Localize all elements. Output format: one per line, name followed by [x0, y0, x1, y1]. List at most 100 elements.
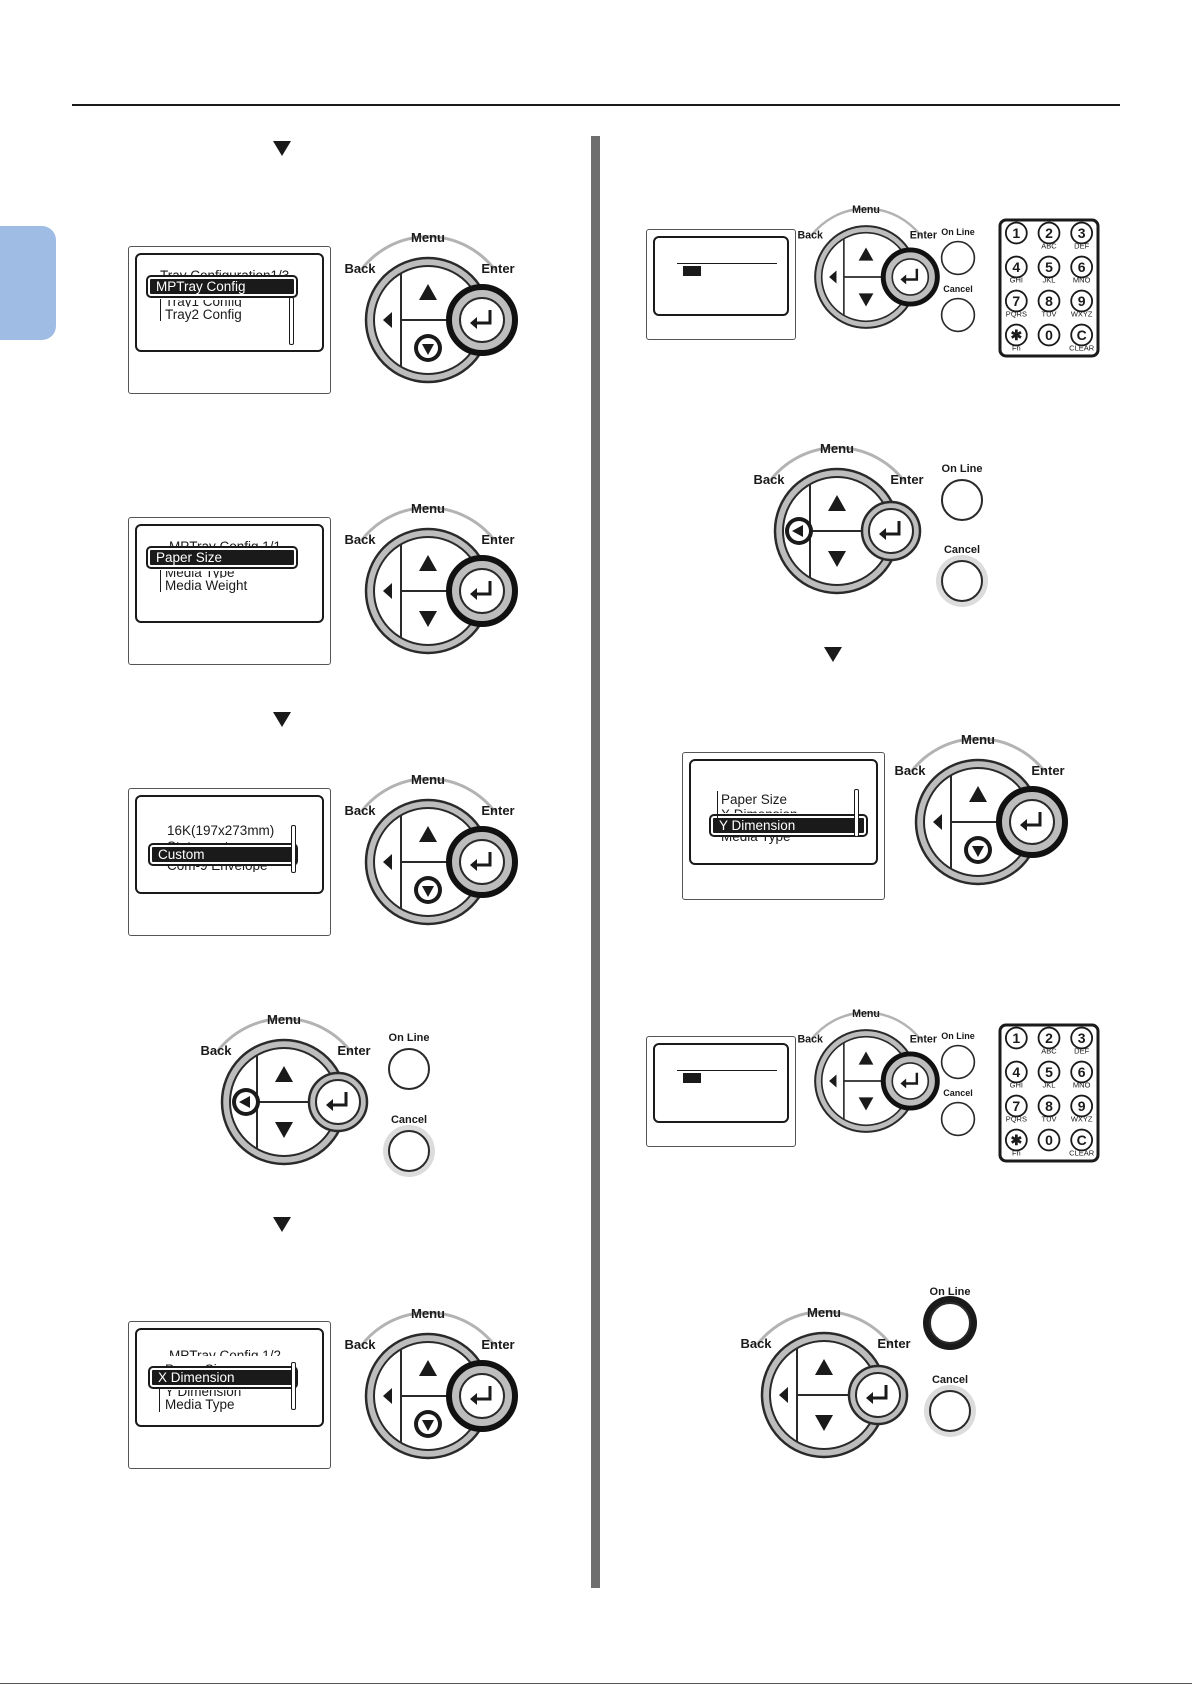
- numpad-key[interactable]: [1070, 323, 1094, 347]
- enter-button[interactable]: [883, 250, 937, 304]
- numpad-key-sublabel: DEF: [1074, 241, 1089, 250]
- numpad-key-label: 9: [1078, 1098, 1086, 1114]
- numpad-key[interactable]: [1070, 1026, 1094, 1050]
- numpad-key-label: 8: [1045, 1098, 1053, 1114]
- numpad-key[interactable]: [1037, 221, 1061, 245]
- numpad-key[interactable]: [1037, 1094, 1061, 1118]
- numpad-key[interactable]: [1070, 1060, 1094, 1084]
- numpad-key-label: ✱: [1010, 1132, 1022, 1148]
- lcd-panel: Tray Configuration1/3 MPTray Config Tray…: [128, 246, 331, 394]
- numpad-key-label: C: [1077, 327, 1087, 343]
- cancel-button[interactable]: [940, 297, 976, 333]
- numpad-key[interactable]: [1070, 221, 1094, 245]
- numpad-key[interactable]: [1070, 1128, 1094, 1152]
- numpad-key[interactable]: [1037, 1060, 1061, 1084]
- enter-label: Enter: [910, 229, 937, 241]
- numpad-key[interactable]: [1004, 221, 1028, 245]
- back-label: Back: [753, 472, 785, 487]
- numpad-key-label: 1: [1012, 225, 1020, 241]
- numpad-key[interactable]: [1004, 323, 1028, 347]
- cancel-label: Cancel: [943, 1088, 973, 1098]
- menu-item: Y Dimension: [165, 1390, 241, 1397]
- header-rule: [72, 104, 1120, 106]
- enter-button[interactable]: [449, 829, 515, 895]
- cancel-button[interactable]: [935, 554, 989, 608]
- numpad-key-sublabel: CLEAR: [1069, 343, 1095, 352]
- enter-button[interactable]: [847, 1364, 909, 1426]
- numpad-key[interactable]: [1037, 323, 1061, 347]
- numpad-key[interactable]: [1037, 1128, 1061, 1152]
- enter-button[interactable]: [449, 558, 515, 624]
- lcd-panel: MPTray Config 1/2 Paper Size X Dimension…: [128, 1321, 331, 1469]
- numpad-key[interactable]: [1037, 289, 1061, 313]
- numpad-key-label: 1: [1012, 1030, 1020, 1046]
- lcd-screen: [653, 236, 789, 316]
- selected-menu-item: Y Dimension: [709, 814, 868, 837]
- selected-list-item: Custom: [148, 843, 298, 866]
- on-line-button[interactable]: [941, 479, 983, 521]
- back-label: Back: [894, 763, 926, 778]
- numpad-key-label: 4: [1012, 259, 1020, 275]
- enter-button[interactable]: [860, 500, 922, 562]
- numpad-key[interactable]: [1004, 1128, 1028, 1152]
- list-item: Statement: [167, 839, 229, 845]
- enter-button[interactable]: [307, 1071, 369, 1133]
- down-button-highlight-icon: [964, 836, 992, 864]
- menu-label: Menu: [411, 772, 445, 787]
- enter-label: Enter: [481, 1337, 514, 1352]
- numpad-key[interactable]: [1004, 1094, 1028, 1118]
- cancel-button[interactable]: [923, 1384, 977, 1438]
- menu-item: Paper Size: [165, 1362, 231, 1368]
- menu-label: Menu: [411, 501, 445, 516]
- left-button-highlight-icon: [232, 1088, 260, 1116]
- menu-item: Media Weight: [165, 578, 248, 593]
- on-line-button[interactable]: [922, 1295, 978, 1351]
- numpad-key[interactable]: [1070, 255, 1094, 279]
- on-line-button[interactable]: [940, 1044, 976, 1080]
- on-line-button[interactable]: [940, 240, 976, 276]
- menu-item: Media Type: [165, 571, 235, 578]
- numpad-key[interactable]: [1037, 1026, 1061, 1050]
- cancel-button[interactable]: [382, 1124, 436, 1178]
- back-label: Back: [200, 1043, 232, 1058]
- enter-button[interactable]: [449, 1363, 515, 1429]
- lcd-screen: MPTray Config 1/2 Paper Size X Dimension…: [135, 1328, 324, 1427]
- numpad-key-sublabel: MNO: [1073, 1080, 1091, 1089]
- tree-line: [717, 791, 723, 821]
- enter-label: Enter: [890, 472, 923, 487]
- numpad-key[interactable]: [1004, 289, 1028, 313]
- numpad-key[interactable]: [1004, 1060, 1028, 1084]
- numpad-key-label: ✱: [1010, 327, 1022, 343]
- numpad-key-sublabel: Fn: [1012, 343, 1021, 352]
- back-label: Back: [797, 229, 823, 241]
- column-divider: [591, 136, 600, 1588]
- enter-button[interactable]: [449, 287, 515, 353]
- on-line-button[interactable]: [388, 1048, 430, 1090]
- lcd-panel: 16K(197x273mm) Statement Custom Com-9 En…: [128, 788, 331, 936]
- cancel-label: Cancel: [391, 1114, 427, 1126]
- numpad-key-label: 3: [1078, 225, 1086, 241]
- tree-line: [160, 570, 166, 592]
- enter-label: Enter: [337, 1043, 370, 1058]
- numpad-key-label: 5: [1045, 1064, 1053, 1080]
- back-label: Back: [797, 1033, 823, 1045]
- numpad-key[interactable]: [1004, 1026, 1028, 1050]
- menu-label: Menu: [411, 230, 445, 245]
- screen-title: MPTray Config 1/2: [169, 1348, 282, 1356]
- enter-button[interactable]: [999, 789, 1065, 855]
- down-arrow-icon: [273, 141, 291, 156]
- numpad-key[interactable]: [1037, 255, 1061, 279]
- cancel-button[interactable]: [940, 1101, 976, 1137]
- numpad-key[interactable]: [1004, 255, 1028, 279]
- back-label: Back: [344, 1337, 376, 1352]
- numpad-key[interactable]: [1070, 1094, 1094, 1118]
- numpad-key-label: 8: [1045, 293, 1053, 309]
- numpad-key[interactable]: [1070, 289, 1094, 313]
- enter-button[interactable]: [883, 1054, 937, 1108]
